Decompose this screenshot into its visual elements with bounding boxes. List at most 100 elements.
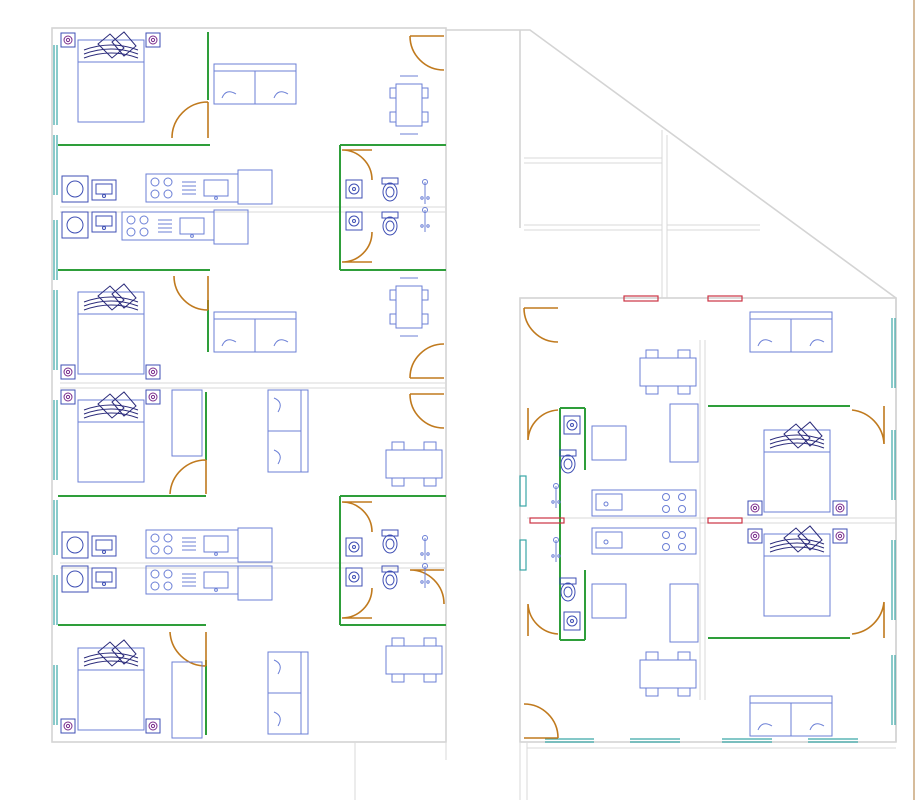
toilet-icon <box>381 565 399 590</box>
door-swing-icon <box>527 408 559 441</box>
shower-icon <box>420 535 430 561</box>
window-icon <box>519 539 527 571</box>
door-swing-icon <box>171 101 209 139</box>
sofa-icon <box>749 311 833 353</box>
window-icon <box>808 738 858 743</box>
sink-icon <box>345 179 363 199</box>
bed-icon <box>77 391 145 483</box>
window-icon <box>53 665 58 725</box>
washing-machine-icon <box>61 175 89 203</box>
toilet-icon <box>559 577 577 602</box>
window-icon <box>53 500 58 555</box>
bed-icon <box>77 639 145 731</box>
kitchen-sink-icon <box>91 211 117 233</box>
night-lamp-icon <box>832 500 848 516</box>
door-swing-icon <box>341 501 373 533</box>
right-furniture <box>551 311 848 737</box>
dining-table-icon <box>639 349 697 395</box>
wardrobe-icon <box>171 661 203 739</box>
window-icon <box>891 318 896 388</box>
fridge-icon <box>591 425 627 461</box>
left-furniture <box>60 31 443 739</box>
window-icon <box>545 738 594 743</box>
door-swing-icon <box>409 35 445 71</box>
window-icon <box>891 430 896 500</box>
stove-icon <box>591 527 697 555</box>
door-swing-icon <box>851 406 885 445</box>
stove-icon <box>145 565 239 595</box>
toilet-icon <box>381 529 399 554</box>
right-building-walls <box>519 297 897 800</box>
door-swing-icon <box>341 587 373 619</box>
fridge-icon <box>669 403 699 463</box>
door-swing-icon <box>527 603 559 636</box>
dining-table-icon <box>389 75 429 135</box>
fridge-icon <box>213 209 249 245</box>
window-icon <box>722 738 772 743</box>
fridge-icon <box>237 169 273 205</box>
shower-icon <box>551 537 561 563</box>
stove-icon <box>145 173 239 203</box>
window-icon <box>53 220 58 280</box>
windows <box>53 45 896 743</box>
night-lamp-icon <box>145 389 161 405</box>
sofa-icon <box>213 63 297 105</box>
door-swing-icon <box>341 231 373 263</box>
window-icon <box>53 45 58 125</box>
bed-icon <box>77 31 145 123</box>
shower-icon <box>420 179 430 205</box>
kitchen-sink-icon <box>91 535 117 557</box>
window-icon <box>53 290 58 370</box>
window-icon <box>53 575 58 625</box>
dining-table-icon <box>385 441 443 487</box>
door-swing-icon <box>409 569 445 605</box>
door-swing-icon <box>169 459 207 495</box>
night-lamp-icon <box>832 528 848 544</box>
bed-icon <box>763 525 831 617</box>
sink-icon <box>345 211 363 231</box>
fridge-icon <box>237 527 273 563</box>
fridge-icon <box>591 583 627 619</box>
toilet-icon <box>381 177 399 202</box>
dining-table-icon <box>385 637 443 683</box>
bed-icon <box>763 421 831 513</box>
stove-icon <box>591 489 697 517</box>
night-lamp-icon <box>145 364 161 380</box>
night-lamp-icon <box>747 528 763 544</box>
washing-machine-icon <box>61 531 89 559</box>
doors <box>169 35 885 739</box>
sink-icon <box>563 611 581 631</box>
window-icon <box>53 135 58 195</box>
fridge-icon <box>237 565 273 601</box>
courtyard-zone <box>520 29 897 742</box>
shower-icon <box>420 207 430 233</box>
openings <box>529 295 743 524</box>
night-lamp-icon <box>60 32 76 48</box>
sink-icon <box>345 567 363 587</box>
door-swing-icon <box>169 631 207 667</box>
sink-icon <box>563 415 581 435</box>
door-swing-icon <box>409 343 445 379</box>
wardrobe-icon <box>171 389 203 457</box>
door-swing-icon <box>523 703 559 739</box>
dining-table-icon <box>639 651 697 697</box>
sofa-icon <box>213 311 297 353</box>
partitions <box>58 32 850 735</box>
kitchen-sink-icon <box>91 567 117 589</box>
night-lamp-icon <box>145 718 161 734</box>
door-swing-icon <box>341 149 373 181</box>
door-swing-icon <box>851 601 885 638</box>
window-icon <box>891 655 896 725</box>
sofa-icon <box>749 695 833 737</box>
toilet-icon <box>559 449 577 474</box>
door-swing-icon <box>173 275 209 311</box>
bed-icon <box>77 283 145 375</box>
door-swing-icon <box>523 307 559 343</box>
window-icon <box>53 400 58 480</box>
sink-icon <box>345 537 363 557</box>
night-lamp-icon <box>60 364 76 380</box>
washing-machine-icon <box>61 565 89 593</box>
window-icon <box>630 738 680 743</box>
sofa-icon <box>267 651 309 735</box>
